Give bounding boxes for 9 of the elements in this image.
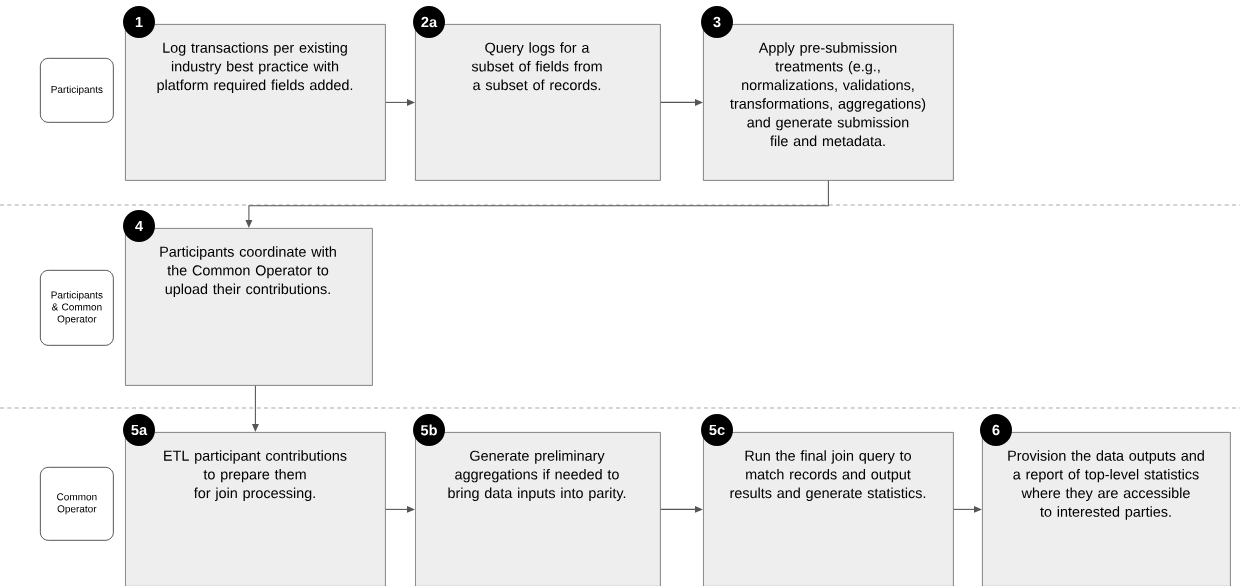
lane-label: Common Operator	[40, 467, 114, 541]
lane-label: Participants	[40, 58, 114, 123]
arrow	[660, 505, 703, 513]
arrow	[660, 98, 703, 106]
arrow	[245, 180, 829, 228]
arrow	[385, 505, 415, 513]
arrow	[385, 98, 415, 106]
arrow	[953, 505, 982, 513]
lane-label: Participants & Common Operator	[40, 270, 114, 346]
